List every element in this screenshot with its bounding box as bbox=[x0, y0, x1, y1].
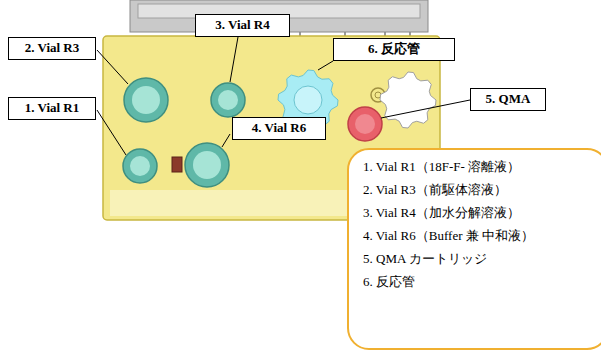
list-item: 4. Vial R6（Buffer 兼 中和液） bbox=[363, 229, 593, 244]
vial-r1 bbox=[123, 149, 157, 183]
holder-gear bbox=[380, 72, 436, 128]
list-item: 1. Vial R1（18F-F- 溶離液） bbox=[363, 160, 593, 175]
list-item: 5. QMA カートリッジ bbox=[363, 252, 593, 267]
vial-r3 bbox=[124, 78, 168, 122]
callout-box: 6. 反応管 bbox=[333, 38, 455, 61]
vial-r6 bbox=[185, 143, 229, 187]
callout-box: 4. Vial R6 bbox=[232, 117, 326, 140]
leader-lines bbox=[97, 37, 470, 155]
callout-box: 5. QMA bbox=[470, 88, 546, 111]
reactor-core bbox=[294, 86, 322, 114]
callout-label: 5. QMA bbox=[486, 91, 531, 106]
qma-cartridge bbox=[348, 107, 382, 141]
callout-label: 1. Vial R1 bbox=[25, 100, 80, 115]
list-item: 6. 反応管 bbox=[363, 275, 593, 290]
callout-label: 4. Vial R6 bbox=[252, 120, 307, 135]
callout-box: 1. Vial R1 bbox=[8, 97, 96, 120]
small-block bbox=[172, 157, 182, 172]
empty-holder bbox=[380, 72, 436, 128]
callout-box: 2. Vial R3 bbox=[8, 37, 96, 60]
list-item: 2. Vial R3（前駆体溶液） bbox=[363, 183, 593, 198]
callout-label: 6. 反応管 bbox=[368, 41, 420, 56]
callout-box: 3. Vial R4 bbox=[195, 14, 290, 37]
list-item: 3. Vial R4（加水分解溶液） bbox=[363, 206, 593, 221]
callout-label: 2. Vial R3 bbox=[25, 40, 80, 55]
vial-r4 bbox=[211, 83, 245, 117]
callout-label: 3. Vial R4 bbox=[215, 17, 270, 32]
legend-list-box: 1. Vial R1（18F-F- 溶離液） 2. Vial R3（前駆体溶液） 3… bbox=[347, 148, 601, 350]
